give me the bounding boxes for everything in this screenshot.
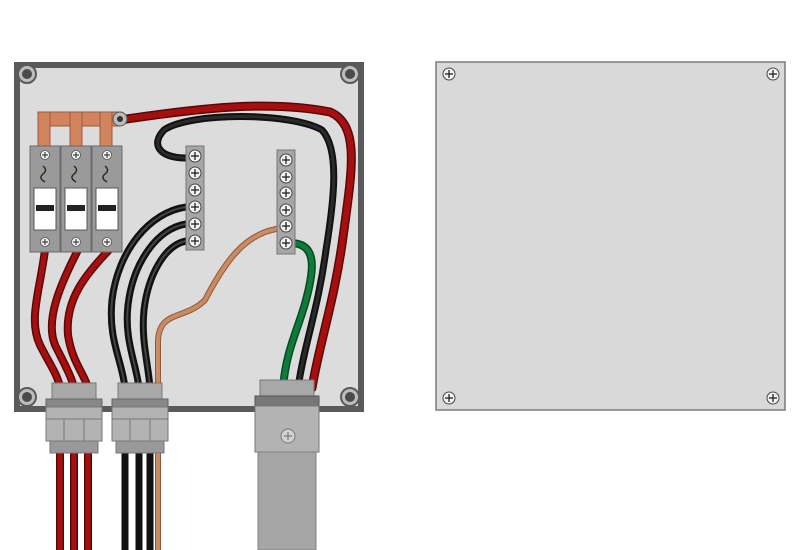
outgoing-wires: [56, 440, 161, 550]
screw-icon: [188, 149, 202, 163]
breaker-switch-icon: [67, 205, 85, 211]
branch-neutral-wires: [107, 203, 190, 392]
conduit-screw-icon: [280, 428, 296, 444]
cable-gland-left: [45, 382, 103, 454]
screw-icon: [188, 166, 202, 180]
screw-icon: [188, 200, 202, 214]
screw-icon: [188, 234, 202, 248]
screw-icon: [766, 67, 780, 81]
wiring: [30, 101, 356, 393]
breaker-1: [29, 145, 61, 253]
screw-icon: [279, 203, 293, 217]
screw-icon: [279, 186, 293, 200]
feeder-hot-wire: [115, 101, 356, 393]
screw-icon: [279, 219, 293, 233]
ground-wire-bare: [155, 225, 285, 391]
screw-icon: [71, 150, 81, 160]
screw-icon: [102, 150, 112, 160]
feeder-neutral-wire: [154, 113, 338, 392]
mounting-hole-top-left: [17, 64, 37, 84]
conduit-entry-right: [254, 379, 320, 550]
screw-icon: [71, 237, 81, 247]
breaker-2: [60, 145, 92, 253]
breaker-3: [91, 145, 123, 253]
ground-terminal-bar: [276, 149, 296, 255]
busbar-lug-screw-icon: [112, 111, 128, 127]
fuse-icon: [40, 165, 47, 183]
fuse-icon: [71, 165, 78, 183]
screw-icon: [279, 236, 293, 250]
branch-hot-wires: [30, 246, 113, 392]
breaker-switch-icon: [36, 205, 54, 211]
ground-wire-green: [279, 239, 316, 392]
screw-icon: [40, 150, 50, 160]
screw-icon: [188, 183, 202, 197]
screw-icon: [279, 153, 293, 167]
screw-icon: [442, 391, 456, 405]
neutral-terminal-bar: [185, 145, 205, 251]
fuse-icon: [102, 165, 109, 183]
breaker-switch-icon: [98, 205, 116, 211]
screw-icon: [279, 170, 293, 184]
mounting-hole-bottom-left: [17, 387, 37, 407]
mounting-hole-bottom-right: [340, 387, 360, 407]
screw-icon: [188, 217, 202, 231]
enclosure-cover: [435, 61, 786, 411]
screw-icon: [766, 391, 780, 405]
screw-icon: [442, 67, 456, 81]
cable-gland-middle: [111, 382, 169, 454]
screw-icon: [102, 237, 112, 247]
screw-icon: [40, 237, 50, 247]
mounting-hole-top-right: [340, 64, 360, 84]
